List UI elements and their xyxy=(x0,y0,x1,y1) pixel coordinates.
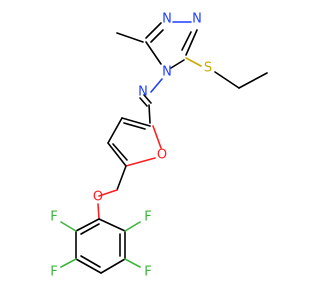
atom-f-top-left: F xyxy=(50,210,57,225)
atom-n-imine: N xyxy=(138,85,148,100)
atom-f-top-right: F xyxy=(144,210,151,225)
bond-ring-4-5-double xyxy=(80,255,101,268)
bond-f-top-left xyxy=(60,221,77,232)
bond-imine-double xyxy=(143,94,152,104)
bond-ring-6-1 xyxy=(75,218,100,232)
atom-f-bottom-right: F xyxy=(144,265,151,280)
atom-n-triazole-4: N xyxy=(162,65,172,80)
bond-c5-ch2 xyxy=(116,165,127,191)
bond-c5-s xyxy=(185,57,202,67)
bond-n1-c5-double xyxy=(181,31,192,51)
bond-f-bottom-right xyxy=(124,258,141,268)
atom-n-triazole-top: N xyxy=(162,12,172,27)
atom-s-thioether: S xyxy=(204,61,212,76)
bond-o-phenyl xyxy=(97,203,100,220)
bonds xyxy=(60,21,268,274)
bond-ring-3-4 xyxy=(100,258,126,274)
bond-ring-1-2 xyxy=(98,218,126,232)
bond-imine xyxy=(139,97,148,107)
bond-c3-n2 xyxy=(145,22,162,39)
bond-s-ch2 xyxy=(214,71,240,89)
bond-furan-c4-c5 xyxy=(107,142,127,167)
bond-n4-nimine xyxy=(150,78,163,93)
bond-f-top-right xyxy=(124,221,141,232)
bond-ring-6-1-double xyxy=(80,223,100,235)
atom-labels: N N N N S O O F F F F xyxy=(50,12,212,280)
molecule-structure-diagram: N N N N S O O F F F F xyxy=(50,12,268,280)
bond-ch2-ch3 xyxy=(238,72,268,89)
bond-ring-4-5 xyxy=(75,258,102,274)
bond-furan-c2-o xyxy=(152,125,162,149)
bond-c5-n4 xyxy=(170,59,185,69)
atom-f-bottom-left: F xyxy=(50,265,57,280)
bond-n1-c5 xyxy=(185,29,198,56)
bond-furan-c2-c3-double xyxy=(123,122,146,130)
bond-furan-c2-c3 xyxy=(121,117,151,127)
atom-n-triazole-right: N xyxy=(192,12,202,27)
bond-c3-n2-double xyxy=(150,29,164,43)
bond-ch2-o xyxy=(98,189,118,197)
bond-methyl xyxy=(116,32,144,43)
atom-o-ether: O xyxy=(93,190,103,205)
bond-furan-c4-c5-double xyxy=(112,143,128,161)
bond-f-bottom-left xyxy=(60,258,77,268)
bond-n4-c3 xyxy=(145,41,162,65)
bond-furan-c3-c4 xyxy=(107,117,123,144)
atom-o-furan: O xyxy=(157,148,167,163)
bond-ch-furan xyxy=(148,104,151,124)
bond-furan-c5-o xyxy=(125,157,156,167)
